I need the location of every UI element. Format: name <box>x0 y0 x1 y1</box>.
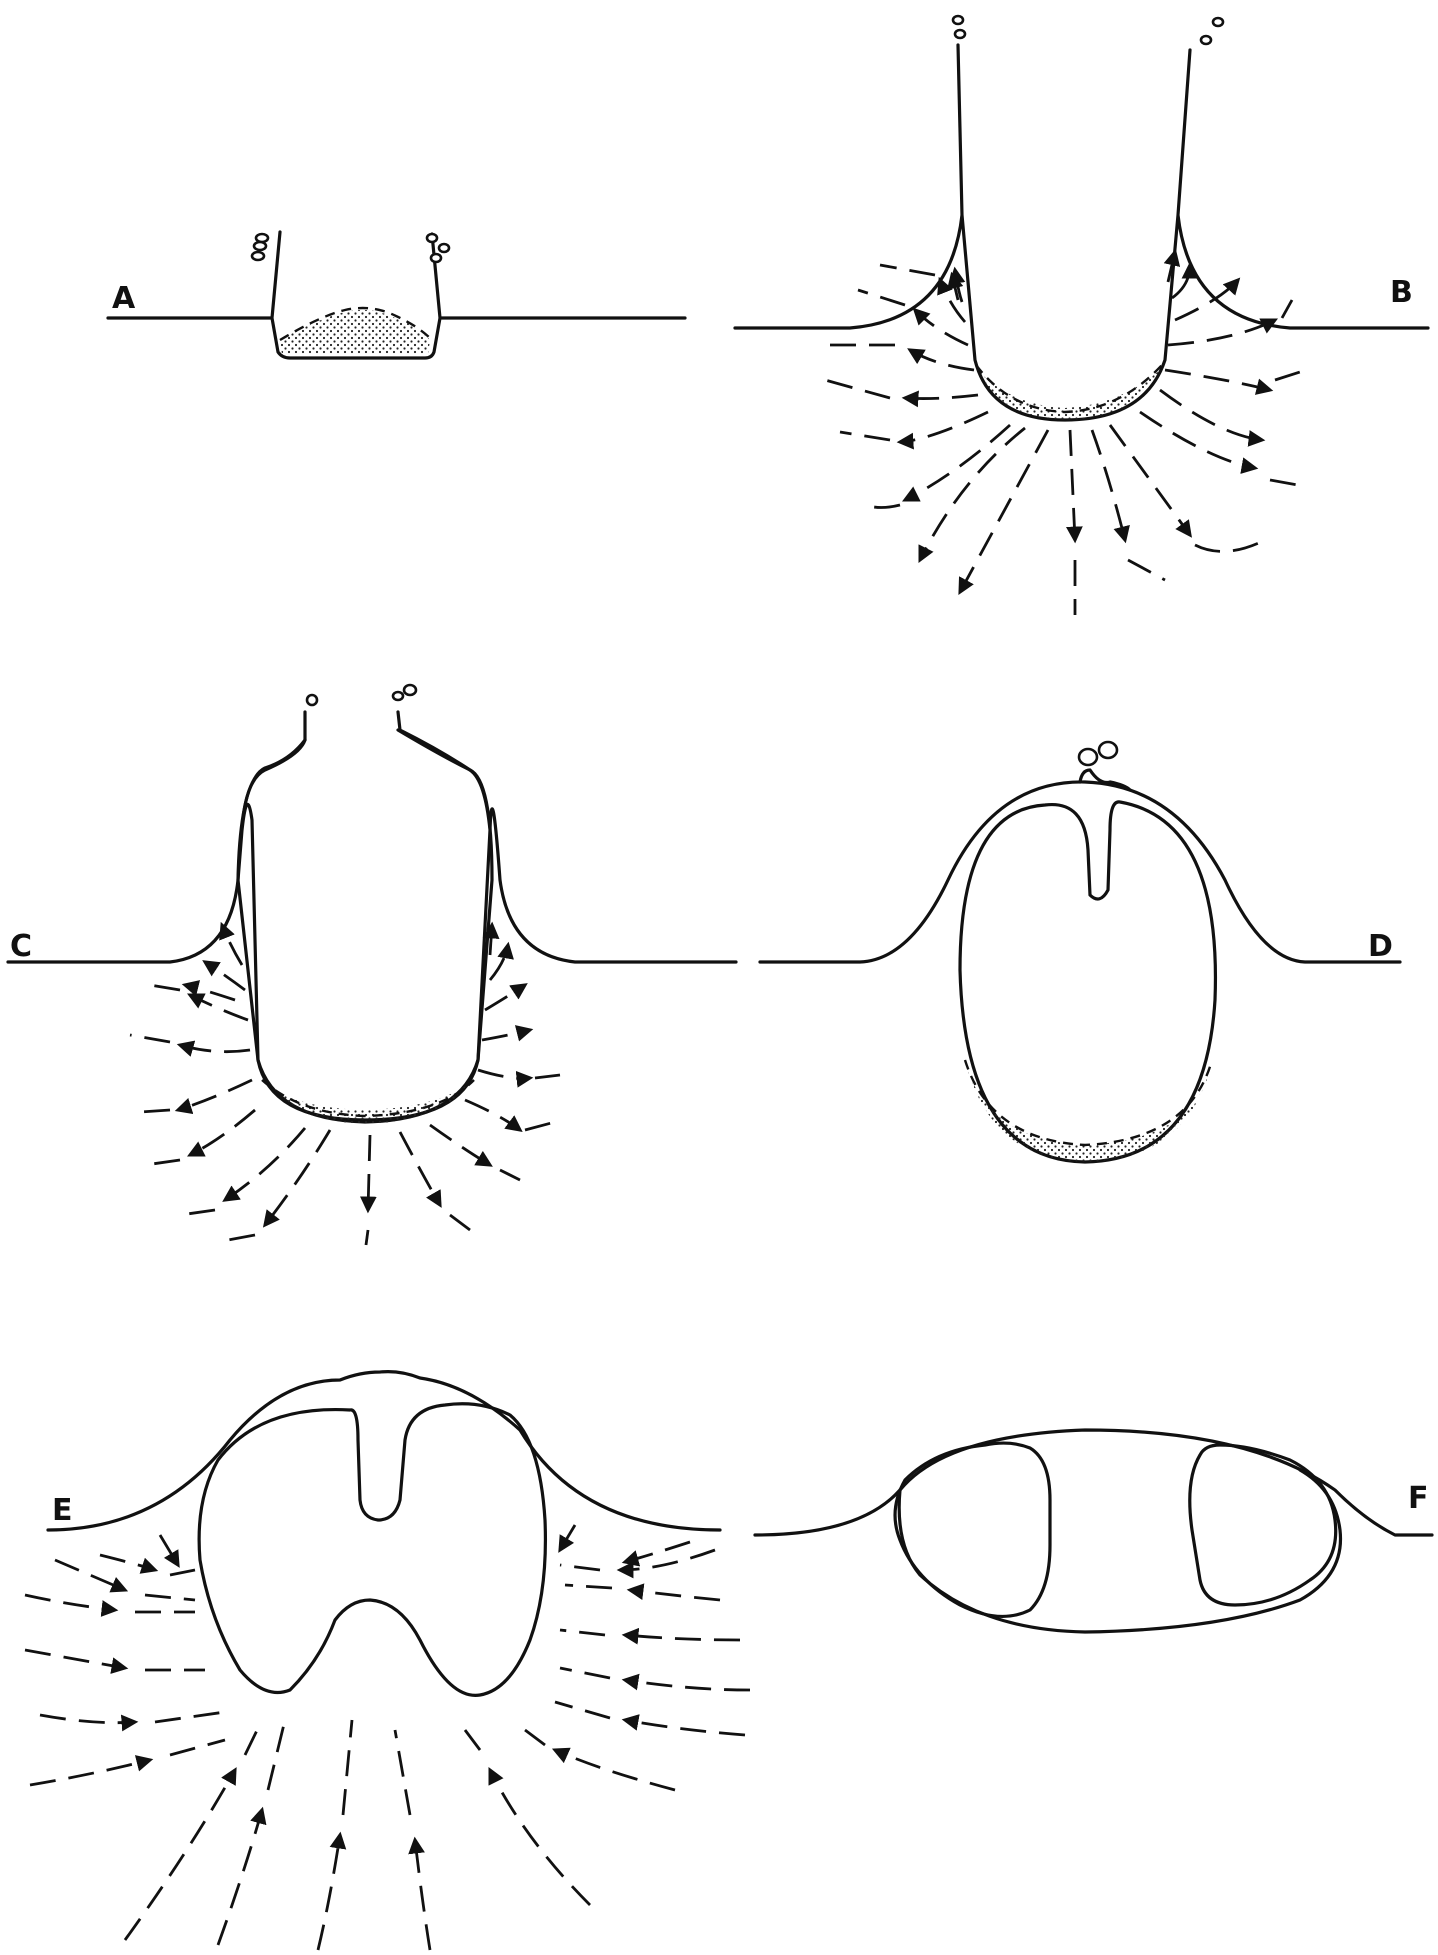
panel-b: B <box>735 16 1428 615</box>
panel-d-cavity-outline <box>960 802 1215 1162</box>
panel-f-left-ring <box>895 1443 1050 1616</box>
panel-f-label: F <box>1408 1481 1429 1516</box>
panel-d-shocked-zone <box>965 1060 1212 1162</box>
panel-b-ejecta-left <box>953 16 965 38</box>
panel-c-flow-lines <box>130 925 560 1245</box>
panel-a: A <box>108 232 685 358</box>
panel-f-ground-surface <box>755 1430 1432 1535</box>
panel-d-ejecta <box>1079 742 1117 765</box>
panel-d-label: D <box>1368 929 1393 964</box>
panel-e-label: E <box>52 1493 73 1528</box>
panel-f-right-ring <box>1190 1445 1336 1605</box>
panel-c-label: C <box>10 929 32 964</box>
panel-c-bubble-wall <box>238 730 492 1122</box>
panel-a-label: A <box>112 281 136 316</box>
panel-c-ejecta <box>307 685 416 705</box>
panel-d-ground-surface <box>760 782 1400 962</box>
panel-e: E <box>25 1372 750 1950</box>
panel-b-crater-profile <box>735 45 1428 420</box>
panel-a-ejecta-right <box>427 234 449 262</box>
panel-c-cavity-profile <box>8 712 736 1120</box>
panel-a-ejecta-left <box>252 234 268 260</box>
panel-b-label: B <box>1390 275 1413 310</box>
panel-e-cavity-outline <box>199 1404 545 1696</box>
panel-b-flow-lines <box>825 252 1300 615</box>
panel-d-outer-shell <box>1080 770 1130 790</box>
panel-b-ejecta-right <box>1201 18 1223 44</box>
panel-d: D <box>760 742 1400 1162</box>
panel-d-shock-front <box>965 1060 1212 1145</box>
panel-e-ground-surface <box>48 1372 720 1530</box>
panel-a-shocked-zone <box>280 310 430 354</box>
panel-e-flow-lines <box>25 1525 750 1950</box>
panel-f: F <box>755 1430 1432 1632</box>
panel-c: C <box>8 685 736 1245</box>
